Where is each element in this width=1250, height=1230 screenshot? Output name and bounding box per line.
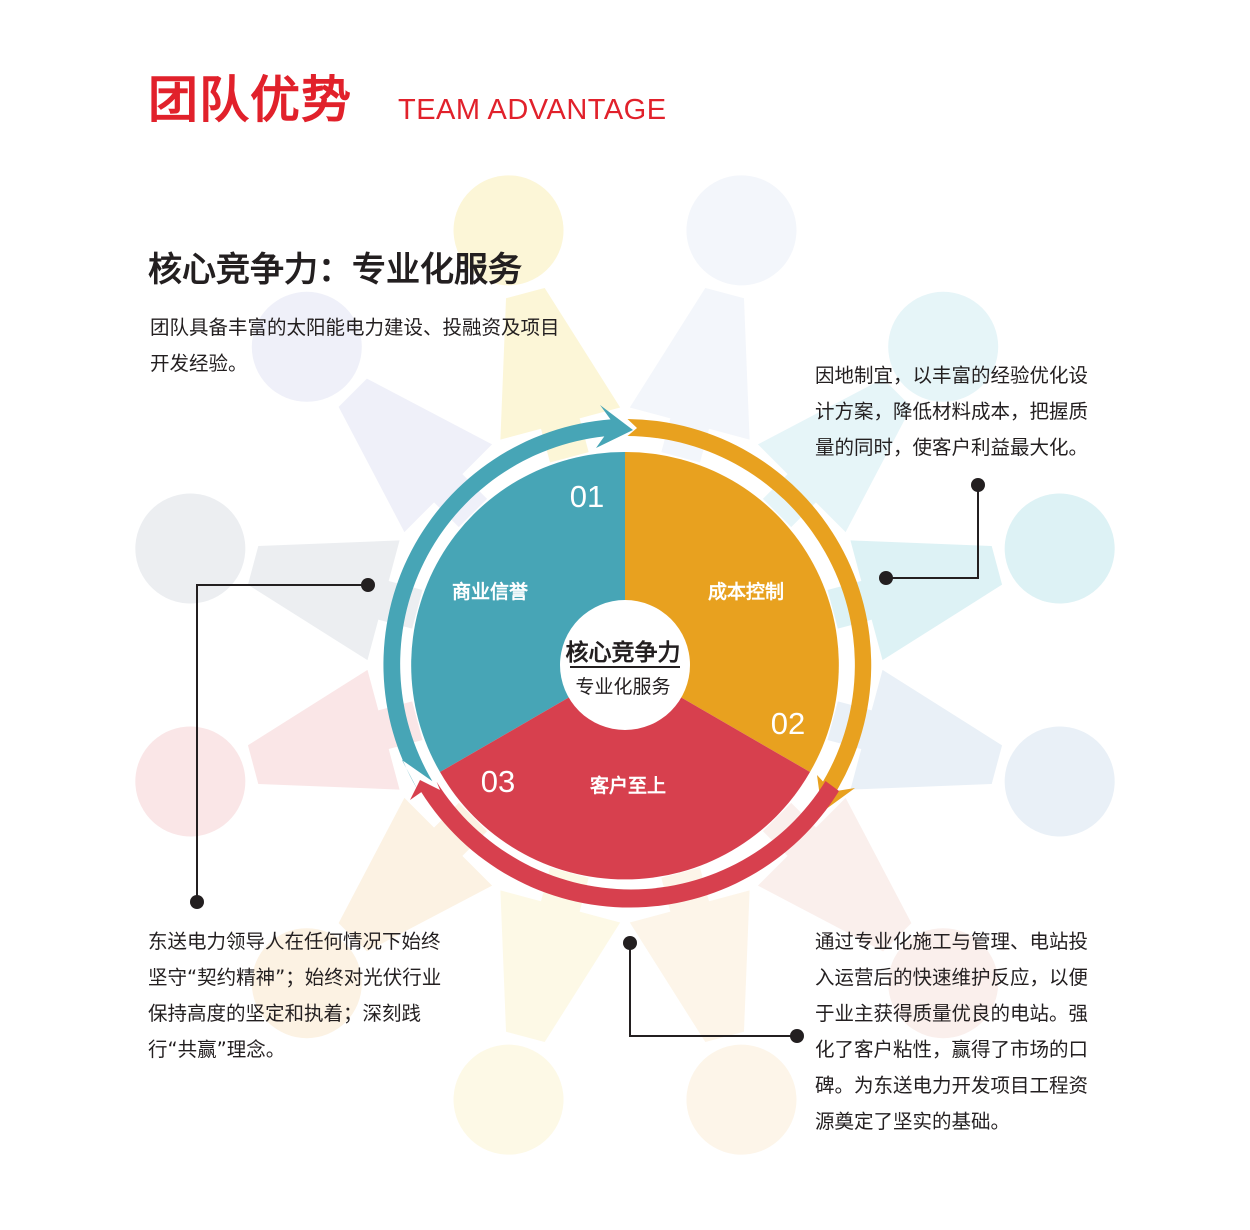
section-heading: 核心竞争力：专业化服务 xyxy=(148,250,522,290)
segment-customer-first[interactable] xyxy=(440,665,810,880)
center-circle xyxy=(560,600,690,730)
segment-label-customer-first: 客户至上 xyxy=(590,774,666,797)
center-title: 核心竞争力 xyxy=(566,639,681,666)
page-title-en: TEAM ADVANTAGE xyxy=(398,94,667,126)
segment-label-cost-control: 成本控制 xyxy=(708,580,784,603)
segment-number-02: 02 xyxy=(771,706,805,741)
connectors xyxy=(196,485,979,1037)
teal-arrow xyxy=(383,405,633,790)
segment-label-business-reputation: 商业信誉 xyxy=(452,580,529,603)
connector-business-reputation xyxy=(196,584,368,902)
pie xyxy=(411,451,839,880)
callout-customer-first: 通过专业化施工与管理、电站投入运营后的快速维护反应，以便于业主获得质量优良的电站… xyxy=(815,930,1089,1133)
red-arrow xyxy=(410,780,839,908)
connector-customer-first xyxy=(629,943,797,1037)
connector-dots xyxy=(190,478,985,1043)
page-title-cn: 团队优势 xyxy=(148,71,352,129)
segment-number-03: 03 xyxy=(481,764,515,799)
callout-cost-control: 因地制宜，以丰富的经验优化设计方案，降低材料成本，把握质量的同时，使客户利益最大… xyxy=(815,364,1089,459)
segment-number-01: 01 xyxy=(570,479,604,514)
callout-business-reputation: 东送电力领导人在任何情况下始终坚守“契约精神”；始终对光伏行业保持高度的坚定和执… xyxy=(148,930,442,1061)
cycle-arrows xyxy=(383,405,872,908)
orange-arrow xyxy=(627,419,872,812)
connector-cost-control xyxy=(886,485,979,579)
center-subtitle: 专业化服务 xyxy=(575,676,670,698)
intro-text: 团队具备丰富的太阳能电力建设、投融资及项目开发经验。 xyxy=(150,316,560,375)
